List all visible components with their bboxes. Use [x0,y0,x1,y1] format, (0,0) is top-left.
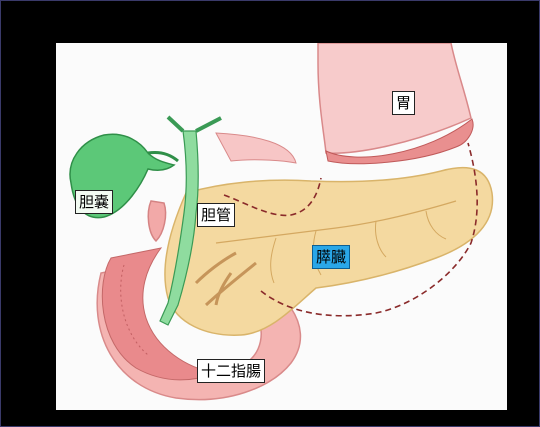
anatomy-illustration [69,43,494,401]
bile-duct-shape [159,115,257,326]
stomach-label: 胃 [392,91,416,115]
duodenum-label: 十二指腸 [197,359,266,383]
bile-duct-label: 胆管 [197,203,236,227]
pancreas-label: 膵臓 [312,245,351,269]
gallbladder-label: 胆嚢 [75,190,114,214]
dashed-outline [223,142,478,317]
illustration-panel: 胃 胆嚢 胆管 膵臓 十二指腸 [56,43,507,410]
